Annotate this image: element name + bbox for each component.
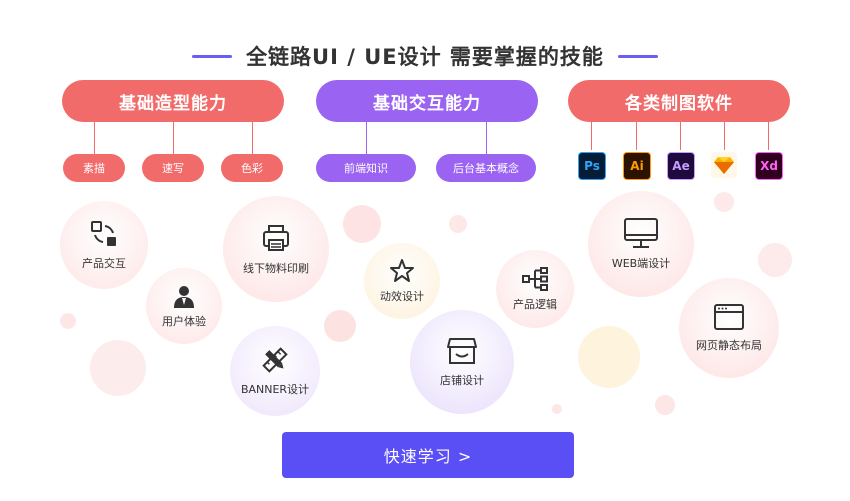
bubble-label: 店铺设计 (440, 374, 484, 387)
interaction-flow-icon (91, 221, 116, 246)
ruler-pencil-icon (262, 347, 288, 373)
connector (680, 122, 681, 150)
decorative-dot (714, 192, 734, 212)
bubble-user-experience: 用户体验 (146, 268, 222, 344)
bubble-offline-print: 线下物料印刷 (223, 196, 329, 302)
decorative-dot (552, 404, 562, 414)
bubble-product-interaction: 产品交互 (60, 201, 148, 289)
category-basic-modeling: 基础造型能力 (62, 80, 284, 122)
title-row: 全链路UI / UE设计 需要掌握的技能 (0, 40, 850, 72)
decorative-dot (758, 243, 792, 277)
bubble-product-logic: 产品逻辑 (496, 250, 574, 328)
connector (94, 122, 95, 154)
connector (591, 122, 592, 150)
skill-frontend: 前端知识 (316, 154, 416, 182)
skill-backend: 后台基本概念 (436, 154, 536, 182)
bubble-store-design: 店铺设计 (410, 310, 514, 414)
skill-sketch: 素描 (63, 154, 125, 182)
decorative-dot (343, 205, 381, 243)
connector (636, 122, 637, 150)
bubble-motion-design: 动效设计 (364, 243, 440, 319)
star-icon (390, 259, 414, 282)
user-icon (174, 286, 194, 308)
category-basic-interaction: 基础交互能力 (316, 80, 538, 122)
bubble-static-layout: 网页静态布局 (679, 278, 779, 378)
bubble-web-design: WEB端设计 (588, 191, 694, 297)
connector (366, 122, 367, 154)
bubble-label: WEB端设计 (611, 257, 671, 270)
monitor-icon (624, 218, 658, 248)
bubble-label: 动效设计 (380, 290, 424, 303)
decorative-dot (324, 310, 356, 342)
connector (252, 122, 253, 154)
connector (724, 122, 725, 150)
connector (173, 122, 174, 154)
bubble-label: 产品逻辑 (513, 298, 557, 311)
photoshop-icon: Ps (578, 152, 606, 180)
browser-window-icon (714, 304, 744, 330)
quick-learn-button[interactable]: 快速学习 > (282, 432, 574, 478)
title-line-right (617, 54, 658, 58)
skill-speed-sketch: 速写 (142, 154, 204, 182)
bubble-label: 用户体验 (162, 315, 206, 328)
xd-icon: Xd (755, 152, 783, 180)
bubble-banner-design: BANNER设计 (230, 326, 320, 416)
decorative-dot (449, 215, 467, 233)
category-software: 各类制图软件 (568, 80, 790, 122)
bubble-label: BANNER设计 (240, 383, 310, 396)
after-effects-icon: Ae (667, 152, 695, 180)
illustrator-icon: Ai (623, 152, 651, 180)
printer-icon (263, 225, 289, 251)
skill-color: 色彩 (221, 154, 283, 182)
sketch-icon (711, 152, 737, 178)
connector (768, 122, 769, 150)
bubble-label: 网页静态布局 (696, 339, 762, 352)
page-title: 全链路UI / UE设计 需要掌握的技能 (246, 45, 604, 69)
title-line-left (192, 54, 233, 58)
connector (486, 122, 487, 154)
decorative-dot (655, 395, 675, 415)
bubble-label: 产品交互 (82, 257, 126, 270)
shop-icon (447, 338, 477, 364)
decorative-dot (578, 326, 640, 388)
bubble-label: 线下物料印刷 (243, 262, 309, 275)
decorative-dot (60, 313, 76, 329)
hierarchy-icon (522, 267, 548, 291)
decorative-dot (90, 340, 146, 396)
